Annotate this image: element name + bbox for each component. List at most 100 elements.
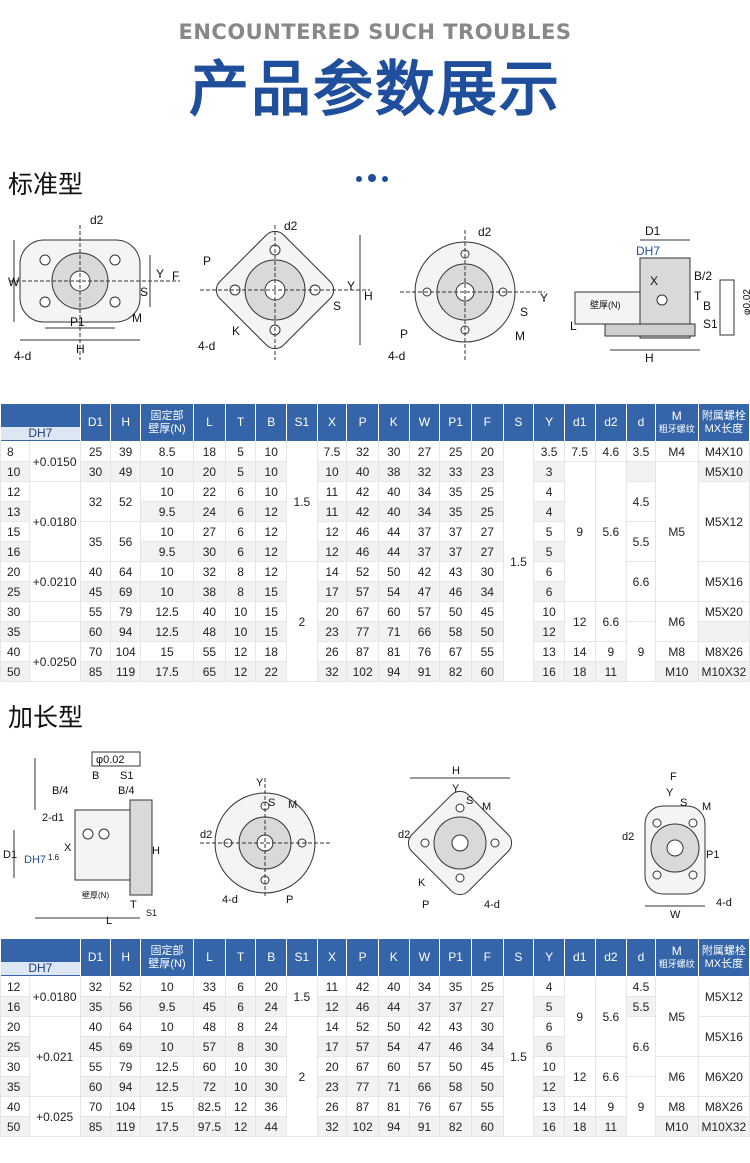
table-cell: 12.5 xyxy=(139,621,195,642)
table-cell: 34 xyxy=(470,581,504,602)
table-cell: 50 xyxy=(0,1116,30,1137)
table-cell: 35 xyxy=(439,501,472,522)
table-cell: 32 xyxy=(193,561,226,582)
table-cell: 60 xyxy=(470,1116,504,1137)
table-cell: 6 xyxy=(224,521,257,542)
table-cell: 91 xyxy=(408,1116,441,1137)
table-cell: 42 xyxy=(346,481,379,502)
table-cell: 10 xyxy=(139,581,195,602)
table-cell: 12 xyxy=(0,976,30,997)
table-cell: 6 xyxy=(224,976,257,997)
table-cell: 50 xyxy=(439,601,472,622)
table-cell: 8 xyxy=(224,1036,257,1057)
ext1-b4b: B/4 xyxy=(118,785,135,797)
table-cell: 6 xyxy=(224,996,257,1017)
table-cell: 55 xyxy=(470,1096,504,1117)
th-w: W xyxy=(408,938,441,977)
table-cell: 12 xyxy=(224,1116,257,1137)
table-cell: M5X20 xyxy=(697,601,750,622)
th-dh7: DH7 xyxy=(0,403,81,442)
table-cell: 23 xyxy=(316,1076,348,1097)
ext1-b: B xyxy=(92,770,99,782)
table-cell: 33 xyxy=(193,976,226,997)
table-cell: 26 xyxy=(316,641,348,662)
table-cell: M8 xyxy=(654,1096,699,1117)
table-cell: 42 xyxy=(408,1016,441,1037)
table-cell: 10 xyxy=(139,1036,195,1057)
table-cell: 11 xyxy=(594,1116,628,1137)
extended-diagrams: φ0.02 B S1 B/4 B/4 2-d1 X D1 DH7 1.6 H 壁… xyxy=(3,751,732,927)
table-cell: 72 xyxy=(193,1076,226,1097)
table-cell: 37 xyxy=(439,996,472,1017)
th-dh7: DH7 xyxy=(0,938,81,977)
table-cell: 30 xyxy=(255,1056,288,1077)
std1-d2: d2 xyxy=(90,213,104,227)
table-cell: 60 xyxy=(377,1056,410,1077)
std3-m: M xyxy=(515,329,525,343)
table-cell: 40 xyxy=(0,641,30,662)
table-cell: 20 xyxy=(316,601,348,622)
table-cell: 12.5 xyxy=(139,1076,195,1097)
table-cell: 66 xyxy=(408,1076,441,1097)
table-cell: 94 xyxy=(110,1076,141,1097)
table-cell: 27 xyxy=(470,541,504,562)
table-cell: 5 xyxy=(224,461,257,482)
table-cell: 50 xyxy=(439,1056,472,1077)
table-cell: 45 xyxy=(79,1036,112,1057)
table-cell: +0.0210 xyxy=(28,561,81,602)
table-cell: 67 xyxy=(439,641,472,662)
std2-s: S xyxy=(333,299,341,313)
table-cell: 6 xyxy=(224,541,257,562)
std1-y: Y xyxy=(156,267,164,281)
th-p1: P1 xyxy=(439,938,472,977)
table-cell: M5 xyxy=(654,461,699,602)
th-f: F xyxy=(470,403,504,442)
std1-h: H xyxy=(76,342,85,356)
std4-d1: D1 xyxy=(645,224,661,238)
ext2-4d: 4-d xyxy=(222,894,238,906)
table-cell: M4X10 xyxy=(697,441,750,462)
table-cell: 37 xyxy=(408,541,441,562)
std4-phi: φ0.02 xyxy=(742,289,750,315)
table-cell: 17 xyxy=(316,581,348,602)
table-cell: 102 xyxy=(346,1116,379,1137)
std1-f: F xyxy=(172,269,179,283)
table-cell: M8 xyxy=(654,641,699,662)
table-cell xyxy=(626,601,656,622)
table-cell: 30 xyxy=(0,601,30,622)
th-w: W xyxy=(408,403,441,442)
table-cell: 22 xyxy=(193,481,226,502)
table-cell: 32 xyxy=(79,976,112,997)
table-cell: 79 xyxy=(110,601,141,622)
table-cell: 7.5 xyxy=(563,441,596,462)
table-cell: 77 xyxy=(346,621,379,642)
table-cell: 1.5 xyxy=(502,441,535,682)
table-cell: +0.0150 xyxy=(28,441,81,482)
table-cell: 55 xyxy=(193,641,226,662)
table-cell: 85 xyxy=(79,661,112,682)
table-cell: 25 xyxy=(439,441,472,462)
table-cell: M5X12 xyxy=(697,976,750,1017)
table-cell xyxy=(28,601,81,622)
table-cell: 20 xyxy=(316,1056,348,1077)
th-f: F xyxy=(470,938,504,977)
table-cell: 32 xyxy=(316,1116,348,1137)
table-cell: 4.6 xyxy=(594,441,628,462)
table-cell: 5.5 xyxy=(626,521,656,562)
table-cell: 85 xyxy=(79,1116,112,1137)
extended-diagram-side-view: φ0.02 B S1 B/4 B/4 2-d1 X D1 DH7 1.6 H 壁… xyxy=(3,751,160,927)
table-cell: 50 xyxy=(470,1076,504,1097)
th-d2: d2 xyxy=(594,938,628,977)
ext3-4d: 4-d xyxy=(484,899,500,911)
table-cell: 16 xyxy=(0,541,30,562)
table-cell: M10 xyxy=(654,661,699,682)
table-cell: 9 xyxy=(626,1076,656,1137)
table-cell: 16 xyxy=(533,1116,565,1137)
table-cell: +0.025 xyxy=(28,1096,81,1137)
table-cell: 11 xyxy=(316,481,348,502)
